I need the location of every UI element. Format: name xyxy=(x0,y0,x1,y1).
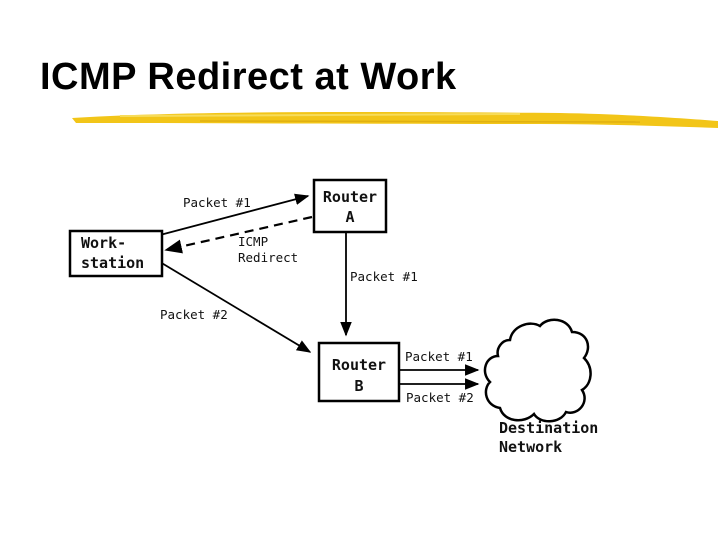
node-destination-network: Destination Network xyxy=(483,318,598,456)
destination-label-line2: Network xyxy=(499,438,562,456)
router-b-label-line2: B xyxy=(354,377,363,395)
slide-title: ICMP Redirect at Work xyxy=(40,56,457,98)
workstation-label-line1: Work- xyxy=(81,234,126,252)
edge-label-b-to-dest-1: Packet #1 xyxy=(405,349,473,364)
title-underline xyxy=(72,112,718,128)
edge-label-icmp-line1: ICMP xyxy=(238,234,268,249)
cloud-shape xyxy=(483,318,592,423)
router-a-label-line2: A xyxy=(345,208,354,226)
edge-label-b-to-dest-2: Packet #2 xyxy=(406,390,474,405)
edge-label-ws-to-b: Packet #2 xyxy=(160,307,228,322)
edge-label-a-to-b: Packet #1 xyxy=(350,269,418,284)
workstation-label-line2: station xyxy=(81,254,144,272)
router-a-label-line1: Router xyxy=(323,188,377,206)
destination-label-line1: Destination xyxy=(499,419,598,437)
router-b-label-line1: Router xyxy=(332,356,386,374)
arrow-icmp-redirect xyxy=(164,215,313,254)
node-workstation: Work- station xyxy=(68,229,164,278)
node-router-a: Router A xyxy=(312,178,388,234)
arrow-ws-to-router-b xyxy=(159,261,312,353)
node-router-b: Router B xyxy=(317,341,401,403)
edge-label-ws-to-a: Packet #1 xyxy=(183,195,251,210)
arrow-ws-to-router-a xyxy=(159,193,310,236)
edge-label-icmp-line2: Redirect xyxy=(238,250,298,265)
